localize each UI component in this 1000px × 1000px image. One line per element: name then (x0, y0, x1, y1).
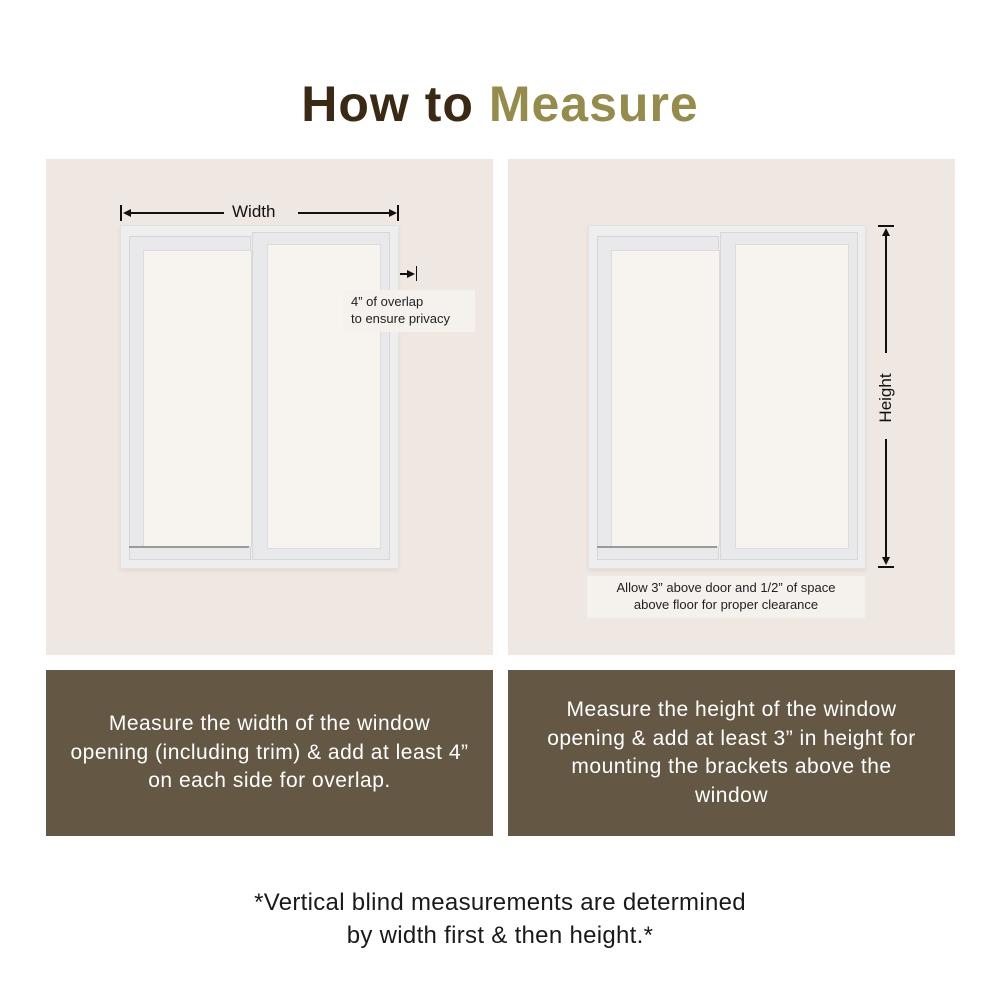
overlap-line (400, 273, 409, 275)
overlap-note-line-1: 4” of overlap (351, 294, 424, 309)
footnote: *Vertical blind measurements are determi… (0, 886, 1000, 952)
width-label: Width (232, 202, 276, 221)
footnote-line-2: by width first & then height.* (346, 922, 654, 949)
overlap-arrowhead (407, 270, 415, 278)
width-left-tick (120, 205, 122, 221)
width-right-arrowhead (389, 209, 397, 217)
height-bottom-arrowhead (882, 557, 890, 565)
clearance-note: Allow 3” above door and 1/2” of space ab… (587, 576, 865, 618)
height-label: Height (876, 373, 895, 423)
height-bottom-tick (878, 566, 894, 568)
width-instruction-text: Measure the width of the window opening … (70, 712, 469, 793)
height-top-line (885, 235, 887, 353)
height-instruction-text: Measure the height of the window opening… (547, 698, 916, 807)
window-left-glass (143, 250, 252, 547)
door-bottom-rail (597, 546, 717, 548)
height-illustration-panel: Height Allow 3” above door and 1/2” of s… (508, 159, 955, 655)
width-illustration-panel: Width 4” of overlap to ensure privacy (46, 159, 493, 655)
title-part-1: How to (301, 75, 474, 132)
door-illustration (588, 225, 866, 569)
door-left-glass (611, 250, 720, 547)
height-instruction-box: Measure the height of the window opening… (508, 670, 955, 836)
window-bottom-rail (129, 546, 249, 548)
width-instruction-box: Measure the width of the window opening … (46, 670, 493, 836)
height-top-arrowhead (882, 228, 890, 236)
width-right-tick (397, 205, 399, 221)
page-title: How to Measure (0, 74, 1000, 134)
width-left-line (128, 212, 224, 214)
footnote-line-1: *Vertical blind measurements are determi… (254, 889, 746, 916)
width-left-arrowhead (123, 209, 131, 217)
clearance-note-line-1: Allow 3” above door and 1/2” of space (616, 580, 836, 595)
width-right-line (298, 212, 390, 214)
overlap-tick (416, 266, 417, 281)
title-part-2: Measure (488, 75, 699, 132)
overlap-note-line-2: to ensure privacy (351, 311, 450, 326)
clearance-note-line-2: above floor for proper clearance (633, 597, 819, 612)
window-illustration (120, 225, 399, 569)
height-bottom-line (885, 439, 887, 557)
height-top-tick (878, 225, 894, 227)
door-right-glass (735, 244, 849, 549)
overlap-note: 4” of overlap to ensure privacy (343, 290, 475, 332)
